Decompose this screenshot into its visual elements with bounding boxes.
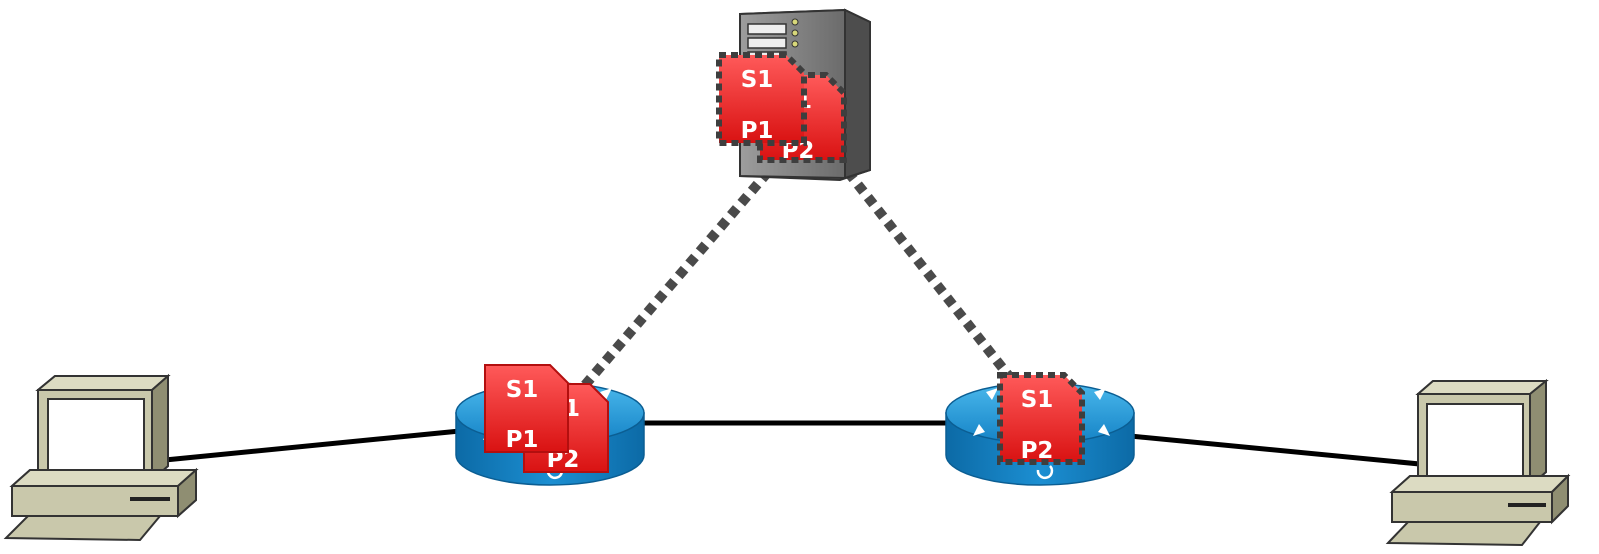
packet-label-top: S1 (741, 67, 774, 93)
desktop-computer-icon (1385, 378, 1571, 547)
desktop-computer-icon (3, 373, 199, 542)
packet-label-top: S1 (1021, 387, 1054, 413)
router-left-packet-front: S1 P1 (484, 364, 569, 453)
packet-label-bottom: P1 (506, 427, 539, 453)
link-router-right-pc-right (1129, 433, 1431, 468)
control-link-server-router-right (844, 168, 1016, 384)
link-pc-left-router-left (164, 427, 471, 463)
server-packet-front: S1 P1 (716, 52, 807, 146)
control-link-server-router-left (581, 168, 772, 389)
router-right-packet: S1 P2 (997, 372, 1085, 465)
packet-label-top: S1 (506, 377, 539, 403)
packet-label-bottom: P2 (1021, 438, 1054, 464)
packet-label-bottom: P1 (741, 118, 774, 144)
